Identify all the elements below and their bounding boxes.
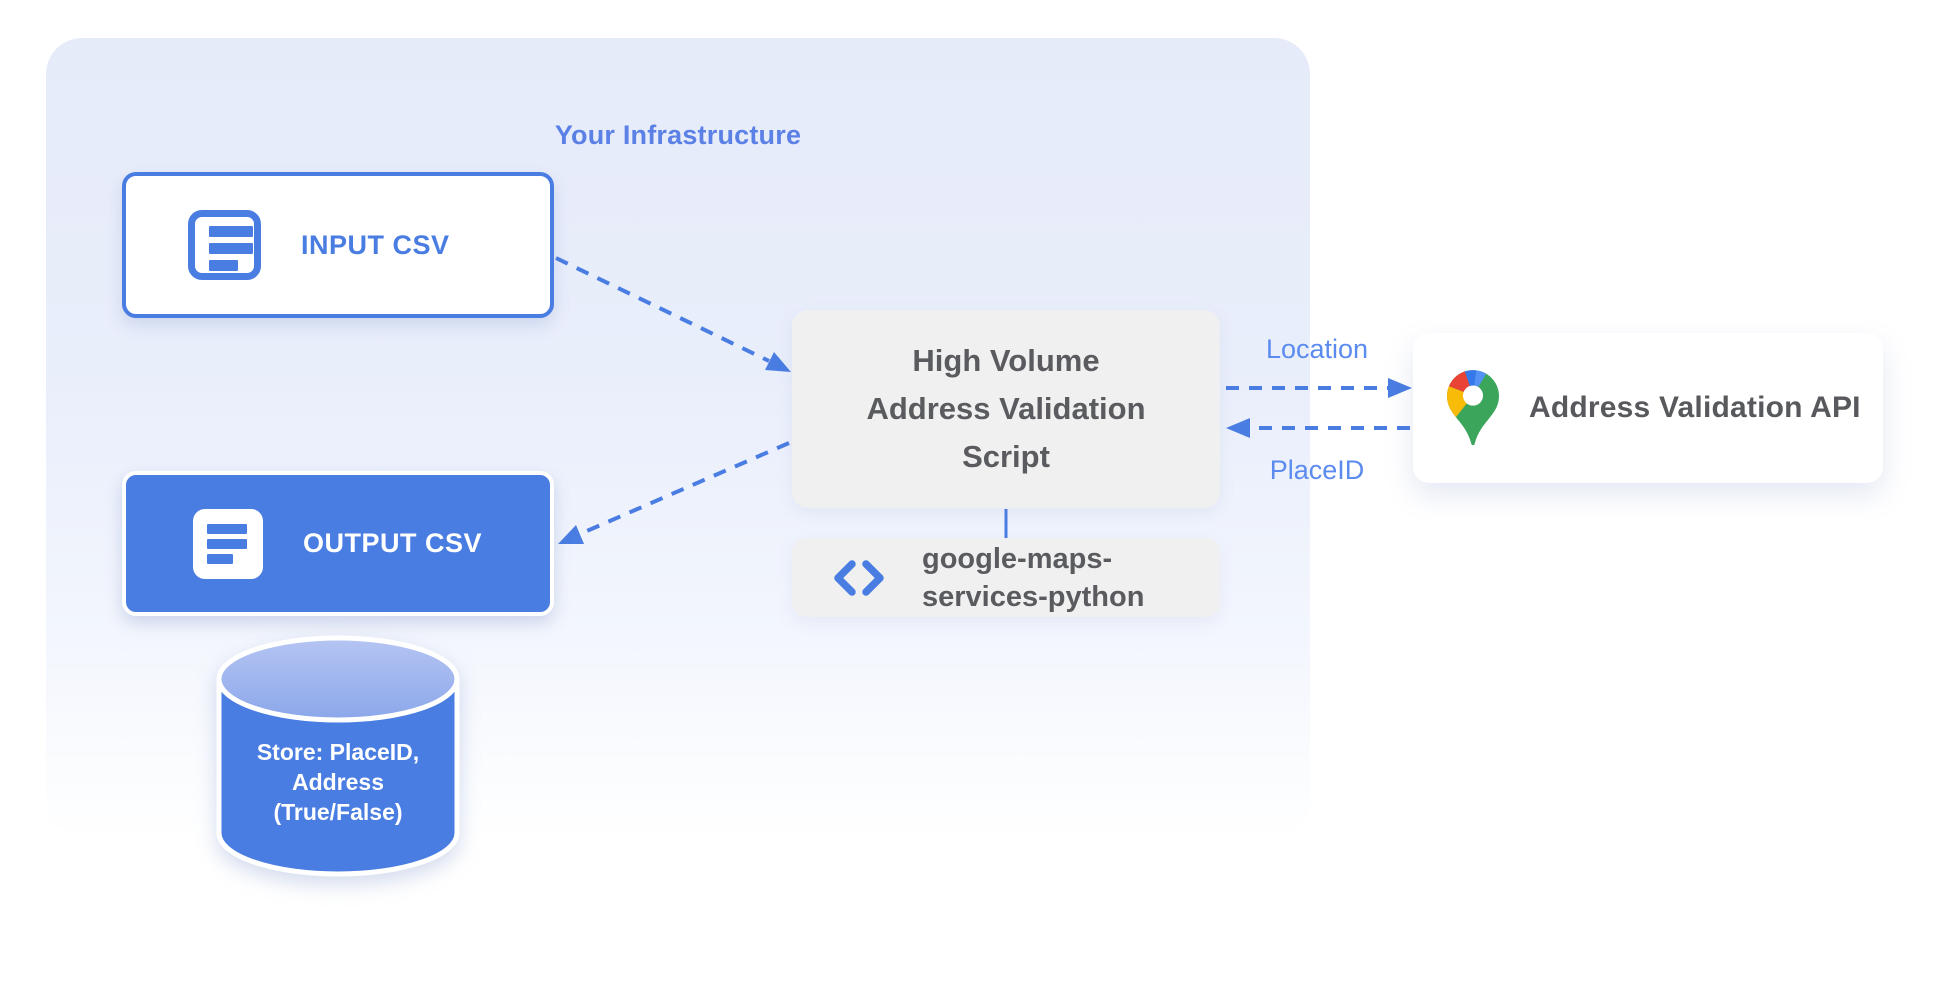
edge-label-location: Location [1265,334,1369,364]
output-csv-label: OUTPUT CSV [303,528,483,558]
api-label: Address Validation API [1529,391,1861,424]
library-label: google-maps- services-python [922,542,1145,613]
code-brackets-icon [834,559,884,596]
node-library: google-maps- services-python [792,538,1220,617]
database-cylinder-icon [216,635,460,877]
script-label: High Volume Address Validation Script [866,343,1146,474]
document-icon [188,210,261,280]
arrowhead-icon [1388,378,1412,398]
infrastructure-title: Your Infrastructure [554,120,802,150]
datastore-label: Store: PlaceID, Address (True/False) [256,739,420,825]
node-script: High Volume Address Validation Script [792,310,1220,508]
edge-label-placeid: PlaceID [1269,455,1365,485]
input-csv-label: INPUT CSV [301,229,450,260]
document-icon [193,508,263,579]
node-api: Address Validation API [1413,333,1883,483]
node-input-csv: INPUT CSV [122,172,554,318]
google-maps-pin-icon [1447,370,1499,446]
node-output-csv: OUTPUT CSV [122,471,554,616]
